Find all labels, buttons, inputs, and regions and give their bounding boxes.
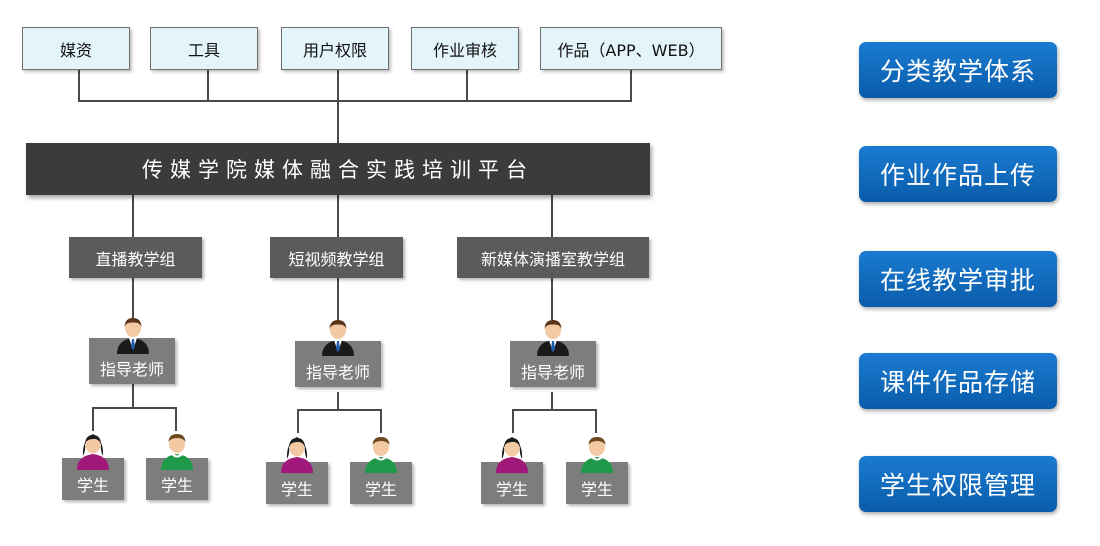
feature-assignment-upload: 作业作品上传 bbox=[859, 146, 1057, 202]
student-card: 学生 bbox=[62, 458, 124, 500]
teacher-card: 指导老师 bbox=[89, 338, 175, 384]
female-student-icon bbox=[73, 430, 113, 470]
student-label: 学生 bbox=[580, 480, 613, 499]
feature-student-permissions: 学生权限管理 bbox=[859, 456, 1057, 512]
group-new-media-studio: 新媒体演播室教学组 bbox=[457, 237, 649, 278]
module-user-permissions: 用户权限 bbox=[281, 27, 389, 70]
businessman-icon bbox=[318, 316, 358, 356]
businessman-icon bbox=[533, 316, 573, 356]
module-media-assets: 媒资 bbox=[22, 27, 130, 70]
feature-courseware-storage: 课件作品存储 bbox=[859, 353, 1057, 409]
male-student-icon bbox=[577, 433, 617, 473]
male-student-icon bbox=[157, 430, 197, 470]
female-student-icon bbox=[492, 433, 532, 473]
male-student-icon bbox=[361, 433, 401, 473]
group-short-video: 短视频教学组 bbox=[270, 237, 403, 278]
group-live-teaching: 直播教学组 bbox=[69, 237, 202, 278]
teacher-label: 指导老师 bbox=[305, 363, 370, 382]
businessman-icon bbox=[113, 314, 153, 354]
student-label: 学生 bbox=[280, 480, 313, 499]
student-label: 学生 bbox=[76, 476, 109, 495]
student-label: 学生 bbox=[495, 480, 528, 499]
teacher-label: 指导老师 bbox=[520, 363, 585, 382]
student-label: 学生 bbox=[364, 480, 397, 499]
student-label: 学生 bbox=[160, 476, 193, 495]
platform-title: 传媒学院媒体融合实践培训平台 bbox=[26, 143, 650, 195]
module-tools: 工具 bbox=[150, 27, 258, 70]
feature-categorized-teaching: 分类教学体系 bbox=[859, 42, 1057, 98]
feature-online-approval: 在线教学审批 bbox=[859, 251, 1057, 307]
module-assignment-review: 作业审核 bbox=[411, 27, 519, 70]
teacher-label: 指导老师 bbox=[99, 360, 164, 379]
female-student-icon bbox=[277, 433, 317, 473]
module-works: 作品（APP、WEB） bbox=[540, 27, 722, 70]
